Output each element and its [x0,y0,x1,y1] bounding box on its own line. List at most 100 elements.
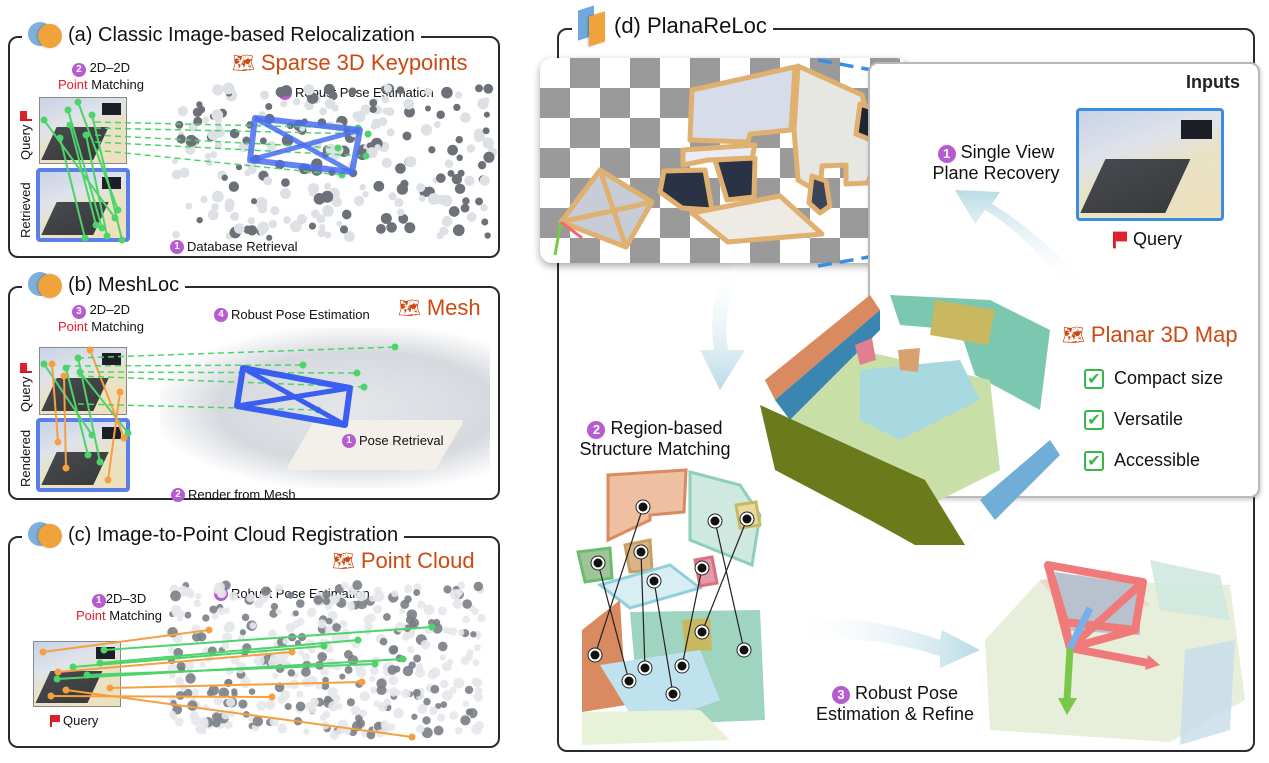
cloud-point [388,645,399,655]
cloud-point [301,667,311,677]
cloud-point [282,638,289,645]
point-highlight: Point [75,608,106,623]
match-point [48,360,56,368]
plane-match-line [714,520,745,651]
map-icon: 🗺︎ [232,52,255,73]
keypoint [398,213,409,224]
match-point [62,686,70,694]
match-point [53,675,61,683]
cloud-point [325,617,333,625]
flag-icon [50,714,60,727]
cloud-point [287,591,294,599]
cloud-point [471,677,480,686]
cloud-point [313,595,324,605]
keypoint [234,223,245,234]
cloud-point [391,589,399,598]
cloud-point [347,601,355,609]
cloud-point [366,613,376,623]
cloud-point [441,690,453,701]
keypoint [374,144,382,151]
plane-match-node-center [636,547,646,557]
cloud-point [439,679,449,689]
keypoint [462,197,470,205]
panel-c-title: (c) Image-to-Point Cloud Registration [22,520,405,550]
cloud-point [435,702,442,710]
cloud-point [212,719,221,728]
keypoint [353,110,366,123]
keypoint [179,167,190,178]
keypoint [258,228,266,236]
keypoint [482,127,490,135]
cloud-point [196,632,207,642]
match-line [50,695,273,698]
match-line [107,391,121,481]
feature-text: Compact size [1114,368,1224,388]
cloud-point [449,711,459,720]
cloud-point [405,615,414,624]
panel-d-step-plane-recovery: 1 Single View Plane Recovery [916,142,1076,184]
cloud-point [401,688,411,699]
keypoint [395,163,406,174]
keypoint [339,225,349,234]
keypoint [228,181,240,192]
panel-a-title: (a) Classic Image-based Relocalization [22,20,421,50]
dashed-match-line [77,346,396,359]
match-point [39,648,47,656]
keypoint [396,183,409,195]
keypoint [176,134,186,144]
match-line [65,689,413,738]
match-point [74,98,82,106]
keypoint [439,226,449,236]
keypoint [196,101,203,108]
step-text: 2D–2D [89,302,131,317]
match-point [47,692,55,700]
match-line [67,109,103,229]
keypoint [202,116,210,124]
keypoint [381,157,392,168]
step-text: Render from Mesh [188,487,296,502]
cloud-point [206,689,214,697]
cloud-point [411,713,418,720]
cloud-point [359,691,371,702]
keypoint [319,107,328,116]
keypoint [428,146,436,154]
keypoint [281,178,290,187]
keypoint [383,84,392,93]
cloud-point [472,659,480,667]
cloud-point [268,629,277,639]
plane-match-node-center [739,645,749,655]
step-text: Matching [105,608,162,623]
cloud-point [449,589,461,600]
keypoint [477,160,487,170]
checkbox-checked-icon: ✔ [1084,368,1104,389]
keypoint [308,189,316,197]
keypoint [336,220,343,227]
plane-match-node-center [590,650,600,660]
cloud-point [327,687,338,698]
cloud-point [471,723,483,735]
cloud-point [280,690,291,700]
cloud-point [445,627,453,635]
keypoint [171,169,182,180]
keypoint [207,209,219,221]
keypoint [436,173,446,183]
panel-d-title: (d) PlanaReLoc [572,5,773,47]
match-line [85,134,108,237]
match-line [63,375,67,469]
keypoint [436,110,445,120]
panel-d-step-structure-matching: 2 Region-based Structure Matching [560,418,750,460]
match-point [66,121,74,129]
keypoint [378,117,388,126]
match-point [371,660,379,668]
cloud-point [346,698,355,707]
cloud-point [462,615,470,624]
panel-d-step-pose-refine: 3 Robust Pose Estimation & Refine [795,683,995,725]
plane-match-node-center [697,627,707,637]
match-point [64,106,72,114]
match-point [98,224,106,232]
cloud-point [369,666,379,676]
map-icon: 🗺︎ [332,550,355,571]
step-text: Region-based [610,418,723,438]
step-badge: 3 [831,685,850,704]
match-point [92,221,100,229]
